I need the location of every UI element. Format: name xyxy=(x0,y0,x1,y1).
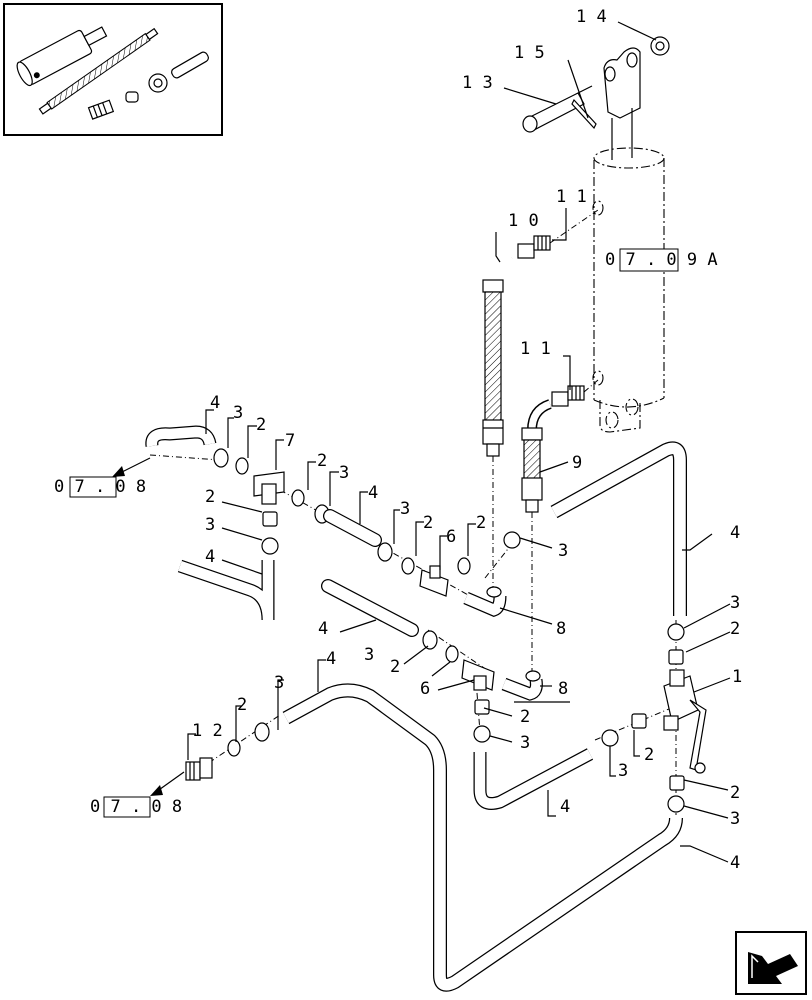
thumbnail-inset xyxy=(3,3,223,136)
callout-14: 1 4 xyxy=(576,7,607,27)
reference-label: 0 7 . 0 8 xyxy=(54,477,146,497)
right-assembly xyxy=(550,441,707,813)
callout-8: 8 xyxy=(556,619,566,639)
callout-4: 4 xyxy=(326,649,336,669)
callout-2: 2 xyxy=(730,619,740,639)
callout-10: 1 0 xyxy=(508,211,539,231)
callout-11-upper: 1 1 xyxy=(556,187,587,207)
leader-lines xyxy=(187,21,731,863)
callout-3: 3 xyxy=(520,733,530,753)
callout-6: 6 xyxy=(446,527,456,547)
callout-3: 3 xyxy=(730,809,740,829)
callout-2: 2 xyxy=(205,487,215,507)
callout-2: 2 xyxy=(730,783,740,803)
callout-2: 2 xyxy=(520,707,530,727)
upper-left-assembly xyxy=(145,425,521,621)
reference-label: 0 7 . 0 9 A xyxy=(605,250,718,270)
reference-label: 0 7 . 0 8 xyxy=(90,797,182,817)
callout-9: 9 xyxy=(572,453,582,473)
washer xyxy=(650,36,670,56)
callout-2: 2 xyxy=(317,451,327,471)
callout-2: 2 xyxy=(390,657,400,677)
callout-8: 8 xyxy=(558,679,568,699)
callout-3: 3 xyxy=(730,593,740,613)
adapter-lower xyxy=(551,385,585,407)
callout-3: 3 xyxy=(339,463,349,483)
callout-3: 3 xyxy=(558,541,568,561)
callout-3: 3 xyxy=(618,761,628,781)
pin xyxy=(522,85,593,133)
lower-left-assembly xyxy=(185,683,683,992)
callout-4: 4 xyxy=(210,393,220,413)
middle-assembly xyxy=(321,579,594,810)
callout-3: 3 xyxy=(400,499,410,519)
reference-box-lower[interactable]: 0 7 . 0 8 xyxy=(90,796,182,818)
previous-page-arrow-icon[interactable] xyxy=(735,931,807,995)
callout-4: 4 xyxy=(730,853,740,873)
callout-4: 4 xyxy=(368,483,378,503)
clip xyxy=(571,98,597,130)
callout-4: 4 xyxy=(318,619,328,639)
callout-7: 7 xyxy=(285,431,295,451)
reference-box-cylinder[interactable]: 0 7 . 0 9 A xyxy=(605,248,718,272)
reference-box-upper[interactable]: 0 7 . 0 8 xyxy=(54,476,146,498)
callout-13: 1 3 xyxy=(462,73,493,93)
callout-3: 3 xyxy=(364,645,374,665)
callout-6: 6 xyxy=(420,679,430,699)
callout-3: 3 xyxy=(233,403,243,423)
callout-2: 2 xyxy=(237,695,247,715)
callout-4: 4 xyxy=(730,523,740,543)
callout-11-lower: 1 1 xyxy=(520,339,551,359)
callout-2: 2 xyxy=(423,513,433,533)
callout-3: 3 xyxy=(205,515,215,535)
callout-4: 4 xyxy=(205,547,215,567)
callout-2: 2 xyxy=(644,745,654,765)
callout-1: 1 xyxy=(732,667,742,687)
hydraulic-cylinder xyxy=(592,47,665,433)
callout-4: 4 xyxy=(560,797,570,817)
callout-12: 1 2 xyxy=(192,721,223,741)
adapter-upper xyxy=(517,235,551,259)
callout-labels: 1 4 1 5 1 3 1 1 1 0 1 1 9 4 3 2 7 2 3 4 … xyxy=(192,7,742,873)
reference-arrows xyxy=(112,457,185,796)
callout-15: 1 5 xyxy=(514,43,545,63)
callout-2: 2 xyxy=(256,415,266,435)
hose-upper xyxy=(482,254,513,457)
hose-lower xyxy=(521,399,552,513)
callout-3: 3 xyxy=(274,673,284,693)
callout-2: 2 xyxy=(476,513,486,533)
